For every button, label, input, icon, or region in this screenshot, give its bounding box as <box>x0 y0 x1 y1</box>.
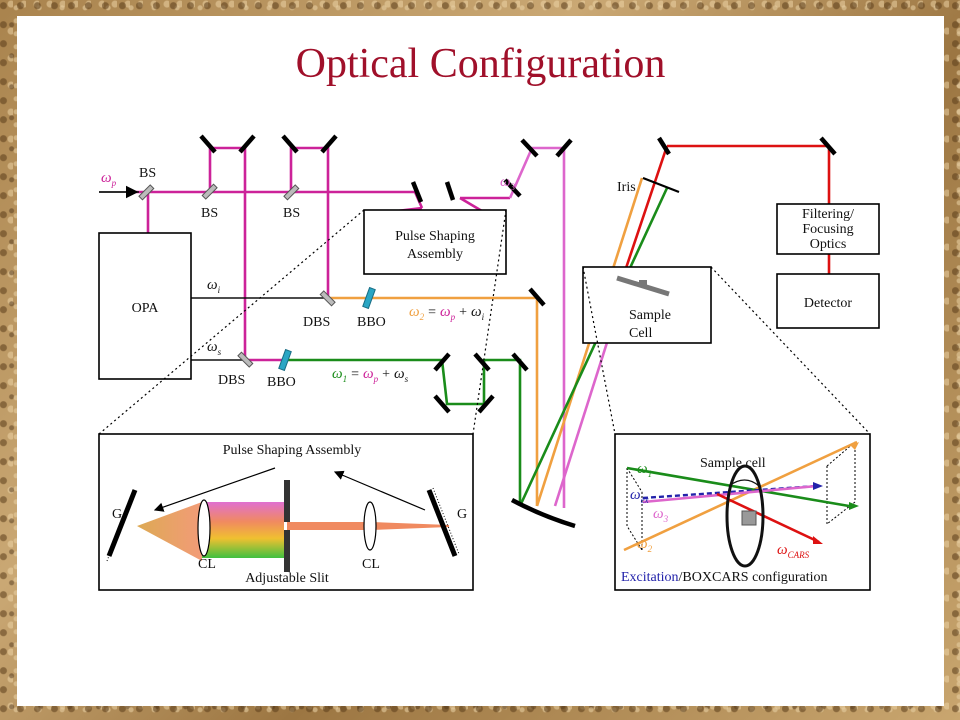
filtering-optics-box <box>776 203 880 255</box>
svg-text:ωp: ωp <box>101 170 117 188</box>
svg-text:CL: CL <box>198 557 216 572</box>
bbo-crystals <box>278 286 376 372</box>
svg-text:ω1: ω1 <box>637 461 652 479</box>
svg-text:ωCARS: ωCARS <box>777 542 810 560</box>
svg-text:ω3: ω3 <box>653 506 669 524</box>
iris-label: Iris <box>617 180 636 195</box>
svg-text:BBO: BBO <box>357 315 386 330</box>
omega1-beam <box>285 187 669 507</box>
beam-symbols: ωp ωi ωs ω3 ω2 = ωp + ωi ω1 = ωp + ωs <box>101 170 516 386</box>
component-labels: BS BS BS DBS BBO DBS BBO Iris <box>139 166 636 390</box>
svg-text:ωs: ωs <box>207 339 222 357</box>
pulse-shaping-label-2: Assembly <box>407 247 463 262</box>
sample-cell-label-2: Cell <box>629 326 652 341</box>
omega1-equation: ω1 = ωp + ωs <box>332 365 409 386</box>
opa-box <box>98 232 192 380</box>
detector-box <box>776 273 880 329</box>
svg-text:CL: CL <box>362 557 380 572</box>
svg-text:DBS: DBS <box>303 315 330 330</box>
svg-text:Filtering/: Filtering/ <box>802 207 854 222</box>
slide-title: Optical Configuration <box>295 41 666 87</box>
callout-lines <box>98 209 871 435</box>
opa-label: OPA <box>132 301 160 316</box>
detector-label: Detector <box>804 296 853 311</box>
svg-text:Adjustable Slit: Adjustable Slit <box>245 571 329 586</box>
svg-text:Sample cell: Sample cell <box>700 456 766 471</box>
mirrors <box>199 134 837 529</box>
svg-text:Optics: Optics <box>810 237 847 252</box>
svg-text:ωi: ωi <box>207 277 221 295</box>
svg-text:BS: BS <box>139 166 156 181</box>
sample-cell-label-1: Sample <box>629 308 671 323</box>
svg-text:Focusing: Focusing <box>802 222 853 237</box>
svg-text:ω2: ω2 <box>637 536 653 554</box>
boxcars-caption: Excitation/BOXCARS configuration <box>621 570 828 585</box>
iris <box>642 176 680 194</box>
beam-splitters <box>138 183 336 368</box>
svg-text:G: G <box>112 507 122 522</box>
svg-text:BS: BS <box>283 206 300 221</box>
pulse-shaping-inset: Pulse Shaping Assembly G G <box>98 433 474 591</box>
pulse-shaping-label-1: Pulse Shaping <box>395 229 475 244</box>
sample-cell-box <box>582 266 712 344</box>
omega2-equation: ω2 = ωp + ωi <box>409 303 485 324</box>
svg-text:G: G <box>457 507 467 522</box>
svg-text:ωex: ωex <box>630 487 649 505</box>
svg-text:DBS: DBS <box>218 373 245 388</box>
slide: Optical Configuration <box>17 16 944 706</box>
svg-text:BBO: BBO <box>267 375 296 390</box>
pulse-shaping-box <box>363 209 507 275</box>
optical-configuration-diagram: OPA Pulse Shaping Assembly Sample Cell F… <box>98 134 880 591</box>
svg-text:ω3: ω3 <box>500 174 516 192</box>
inset-title: Pulse Shaping Assembly <box>223 443 361 458</box>
svg-text:BS: BS <box>201 206 218 221</box>
cars-beam <box>618 144 831 287</box>
boxcars-inset: Sample cell ω1 ωex ω3 ω2 ωCARS Excitatio… <box>614 433 871 591</box>
